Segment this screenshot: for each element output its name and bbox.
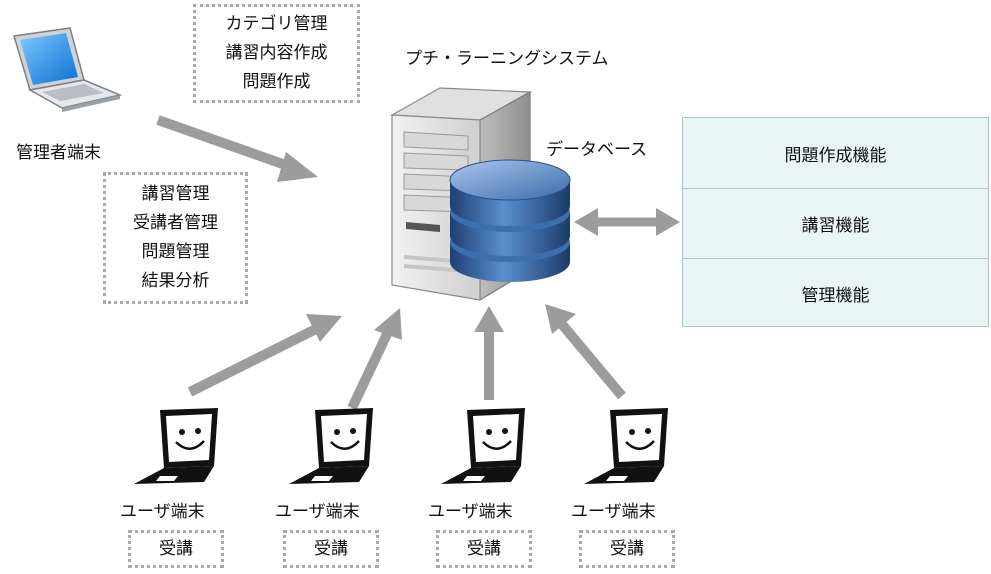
user-task-label: 受講 [159,538,193,559]
user2-to-server-arrow [347,308,402,411]
functions-panel: 問題作成機能 講習機能 管理機能 [682,117,989,327]
system-title: プチ・ラーニングシステム [405,49,609,69]
user4-to-server-arrow [545,304,626,400]
task-item: 講習内容作成 [225,43,328,63]
admin-laptop-icon [13,27,123,112]
user-terminal-label: ユーザ端末 [120,502,205,522]
database-label: データベース [546,140,648,160]
database-icon [449,159,571,282]
task-item: 問題管理 [141,242,210,262]
user-task-box: 受講 [436,530,532,568]
user-laptop-icon [134,408,218,484]
admin-to-server-arrow [156,115,318,182]
task-item: 問題作成 [242,72,311,92]
user-terminal-label: ユーザ端末 [428,502,513,522]
user-laptop-icon [441,408,525,484]
user-laptop-icon [584,408,668,484]
user-task-label: 受講 [610,538,644,559]
admin-side-tasks-box: 講習管理 受講者管理 問題管理 結果分析 [103,172,248,304]
admin-top-tasks-box: カテゴリ管理 講習内容作成 問題作成 [193,4,360,103]
function-item: 問題作成機能 [784,145,887,166]
task-item: 受講者管理 [133,213,218,233]
task-item: 講習管理 [141,184,210,204]
function-item: 講習機能 [683,188,988,258]
task-item: 結果分析 [141,271,210,291]
user-task-box: 受講 [128,530,224,568]
task-item: カテゴリ管理 [225,14,328,34]
user-terminal-label: ユーザ端末 [571,502,656,522]
user-laptop-icon [289,408,373,484]
user1-to-server-arrow [187,314,342,397]
user3-to-server-arrow [474,306,504,400]
user-task-label: 受講 [467,538,501,559]
admin-terminal-label: 管理者端末 [16,143,101,163]
user-task-box: 受講 [579,530,675,568]
db-functions-arrow [574,208,680,236]
user-terminal-label: ユーザ端末 [275,502,360,522]
user-task-label: 受講 [314,538,348,559]
user-task-box: 受講 [283,530,379,568]
function-item: 管理機能 [683,258,988,328]
user-laptops [134,408,668,484]
